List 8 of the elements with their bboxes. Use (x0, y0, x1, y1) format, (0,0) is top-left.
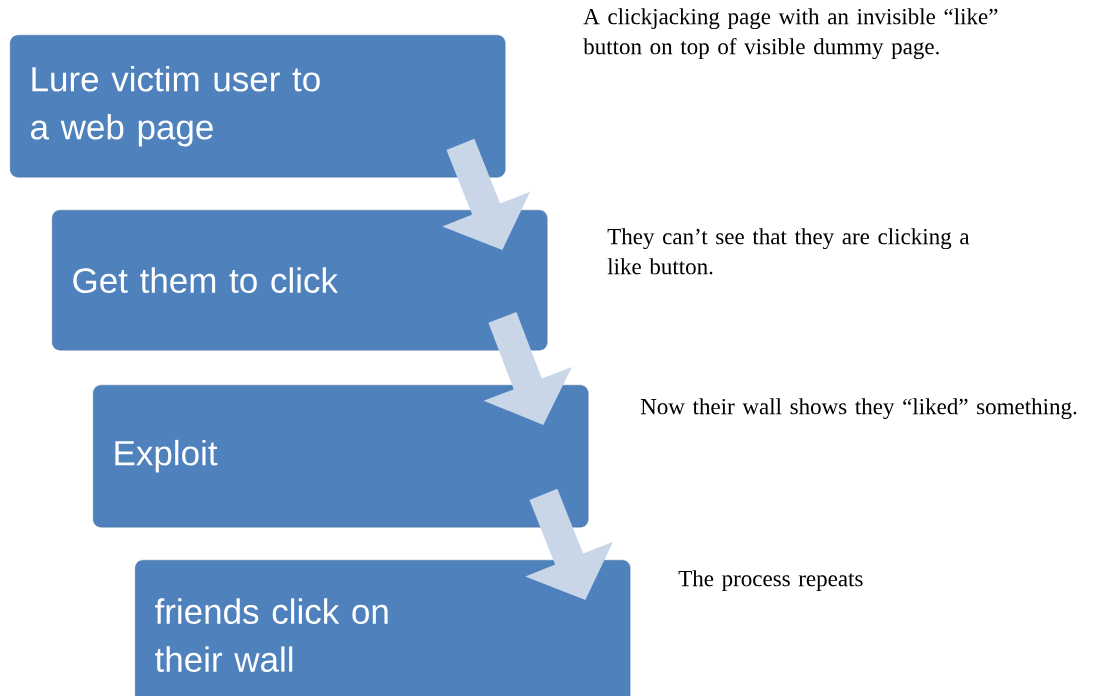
process-box: friends click on their wall (135, 560, 631, 696)
caption-text: A clickjacking page with an invisible “like” button on top of visible dummy page. (583, 8, 998, 60)
process-box: Get them to click (52, 210, 548, 351)
caption-text: The process repeats (678, 570, 863, 592)
process-box: Exploit (93, 385, 589, 528)
caption-text: They can’t see that they are clicking a like button. (607, 228, 970, 275)
caption-text: Now their wall shows they “liked” something. (640, 398, 1077, 420)
process-box: Lure victim user to a web page (10, 35, 506, 178)
